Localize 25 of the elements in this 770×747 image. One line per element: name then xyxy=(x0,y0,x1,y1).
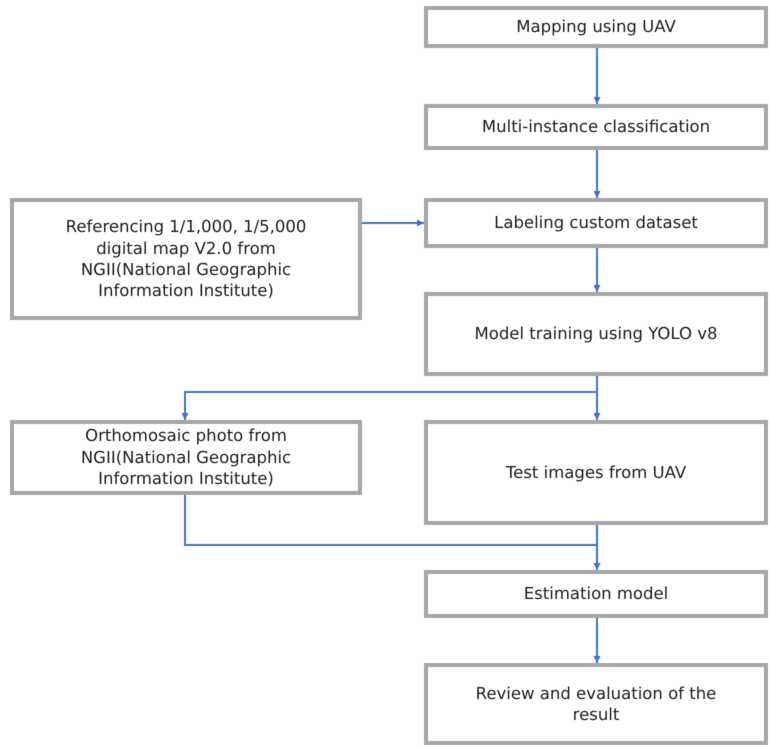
process-box xyxy=(424,6,768,48)
process-box xyxy=(424,292,768,376)
process-box xyxy=(10,420,362,495)
arrow xyxy=(362,220,424,226)
box-label: Labeling custom dataset xyxy=(494,212,698,234)
box-label: Mapping using UAV xyxy=(516,16,676,38)
process-box xyxy=(424,420,768,525)
box-label: Review and evaluation of the result xyxy=(474,682,718,726)
arrow xyxy=(594,376,600,420)
arrow xyxy=(594,618,600,663)
box-label: Orthomosaic photo from NGII(National Geographic Information Institute) xyxy=(80,425,292,490)
box-label: Test images from UAV xyxy=(506,462,686,484)
arrow xyxy=(594,525,600,570)
arrow xyxy=(594,248,600,292)
process-box xyxy=(10,198,362,320)
process-box xyxy=(424,570,768,618)
box-label: Model training using YOLO v8 xyxy=(474,323,718,345)
process-box xyxy=(424,663,768,745)
arrow xyxy=(594,150,600,198)
process-box xyxy=(424,104,768,150)
box-label: Referencing 1/1,000, 1/5,000 digital map V2.0 from NGII(National Geographic Information Institute) xyxy=(64,216,308,302)
box-label: Multi-instance classification xyxy=(482,116,710,138)
arrow xyxy=(594,48,600,104)
box-label: Estimation model xyxy=(524,583,668,605)
process-box xyxy=(424,198,768,248)
